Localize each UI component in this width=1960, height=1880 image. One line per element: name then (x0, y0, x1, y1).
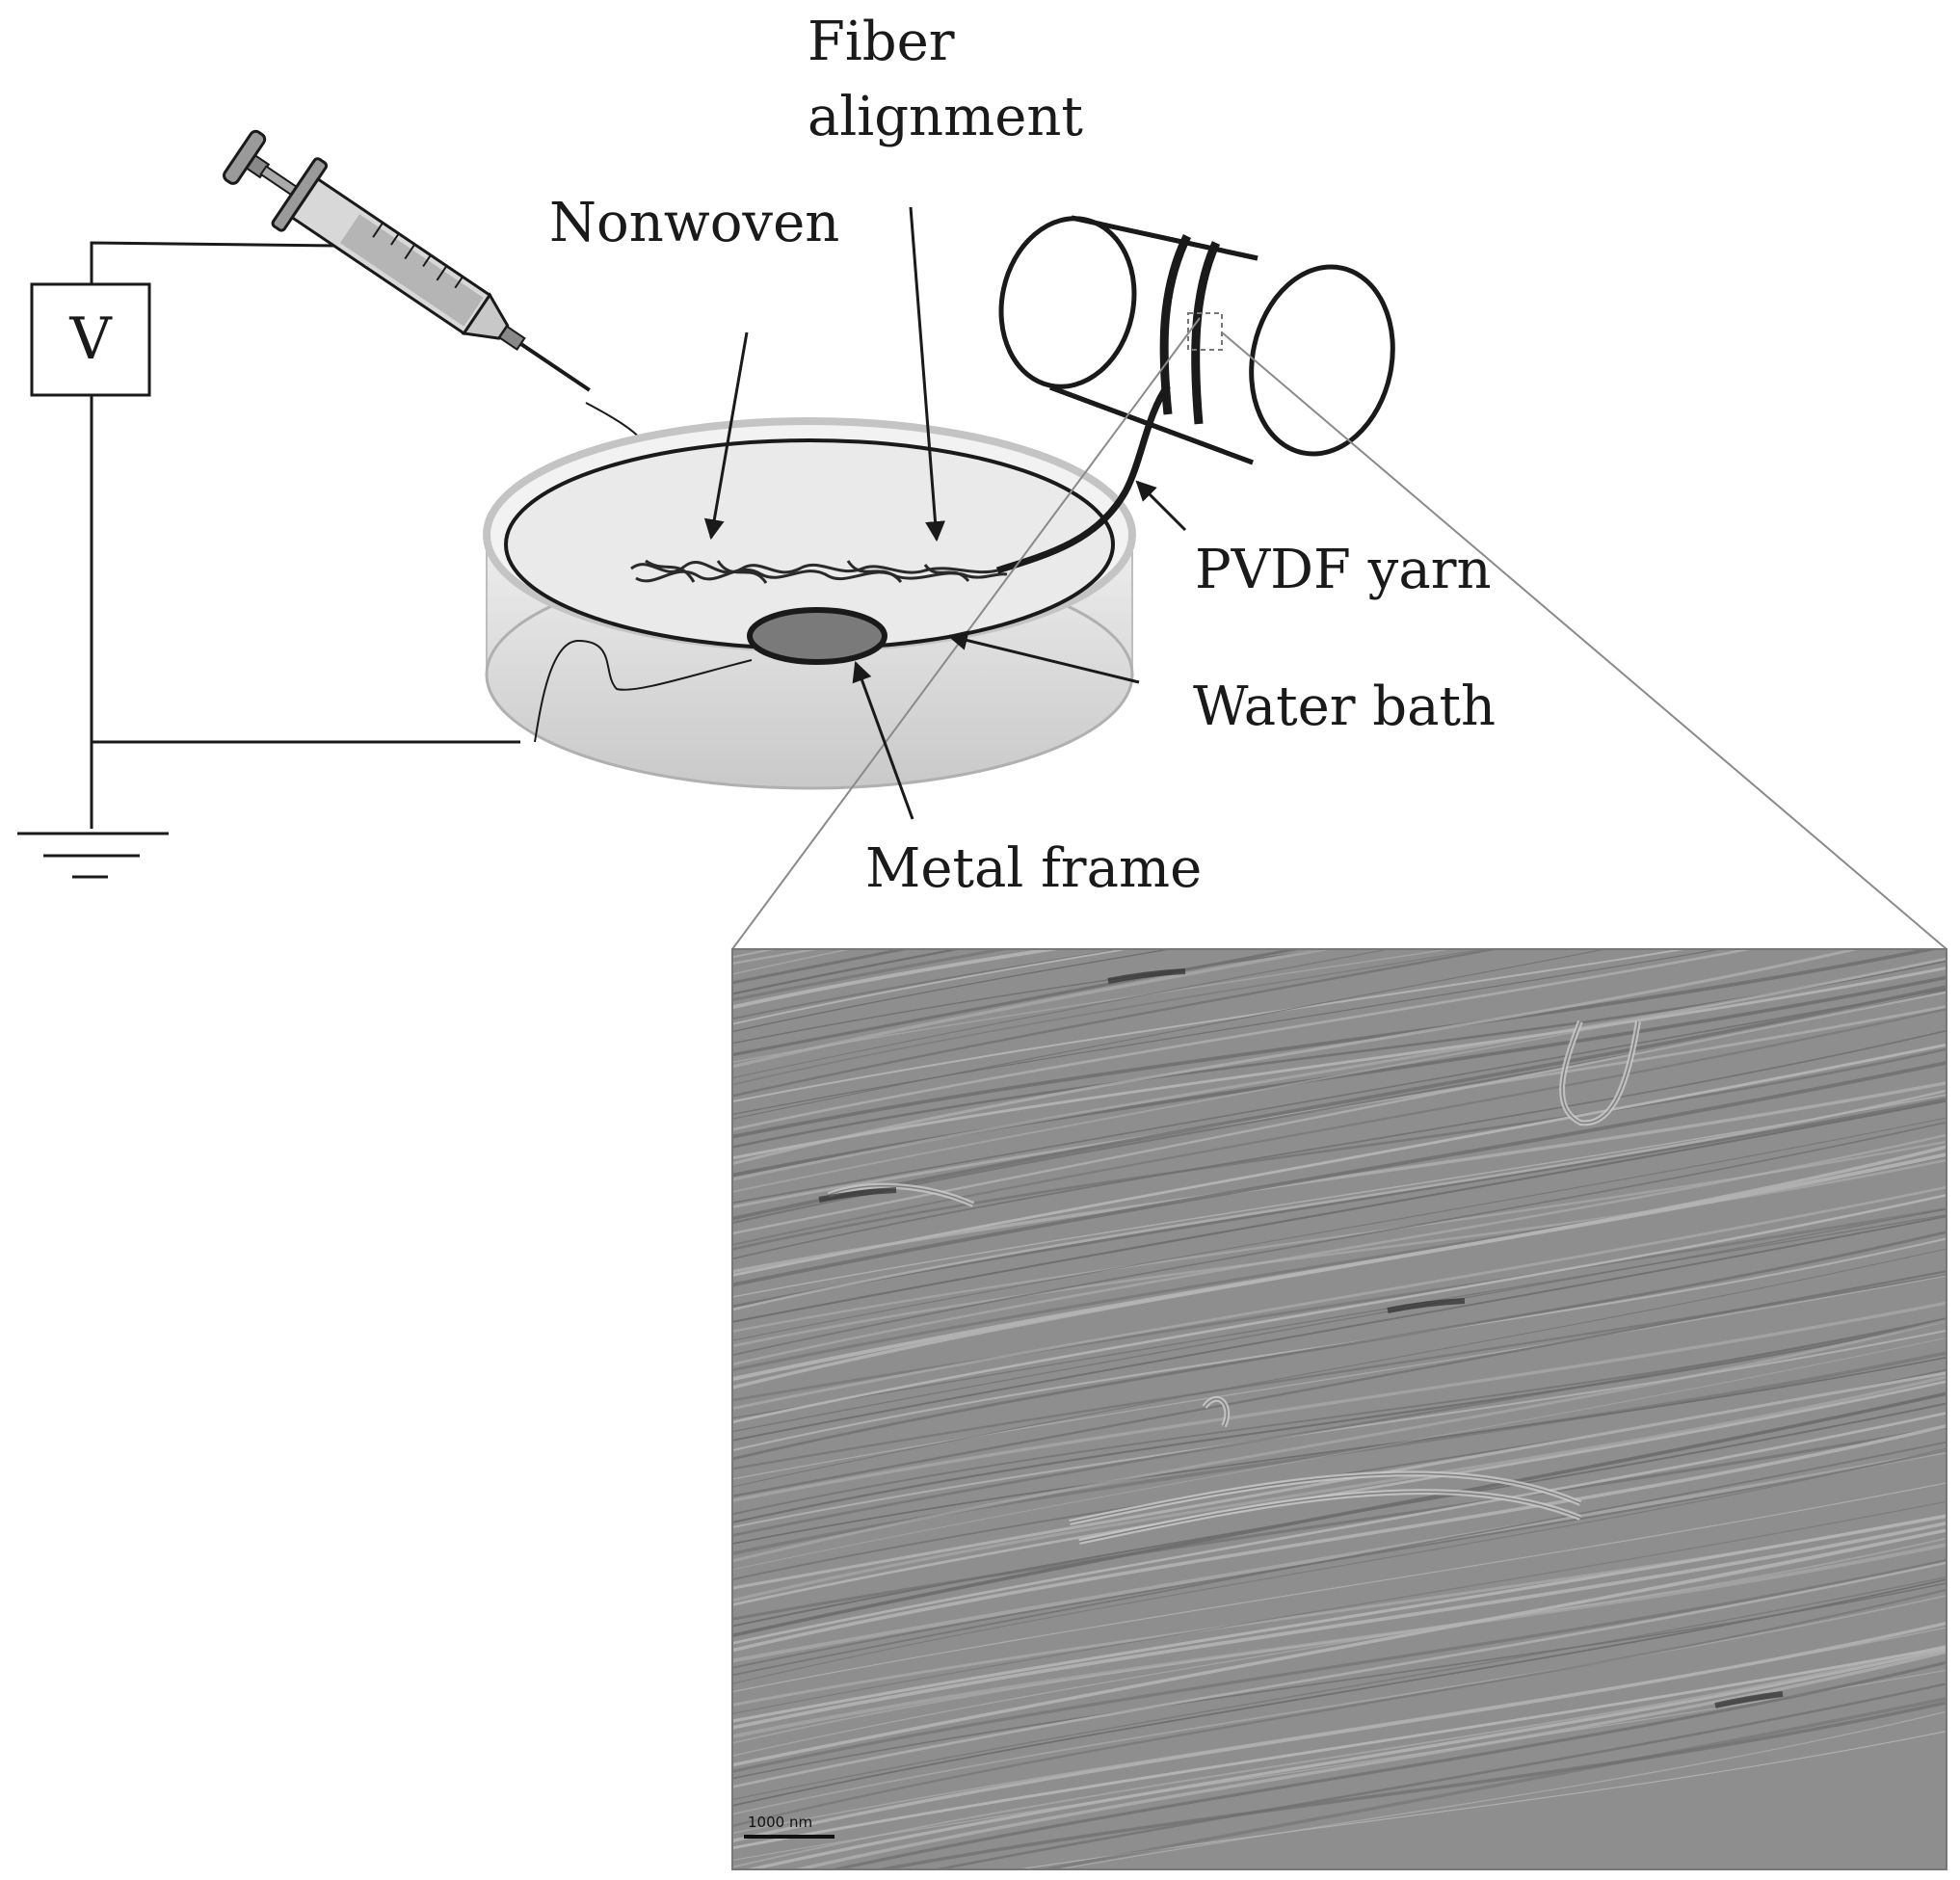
water-bath-arrow (946, 630, 1140, 684)
voltage-source: V (30, 282, 151, 397)
water-bath-dish (483, 417, 1136, 790)
water-bath-label: Water bath (1193, 675, 1496, 738)
sem-micrograph: 1000 nm (731, 948, 1947, 1870)
syringe-icon (223, 129, 591, 392)
nonwoven-label: Nonwoven (549, 192, 839, 254)
metal-frame-arrow (852, 661, 914, 820)
voltage-label: V (68, 305, 113, 373)
metal-frame-label: Metal frame (865, 837, 1202, 900)
nonwoven-arrow (703, 331, 749, 541)
circuit (17, 241, 520, 879)
pvdf-yarn (995, 383, 1171, 574)
pvdf-yarn-arrow (1135, 480, 1187, 532)
zoom-region (1187, 312, 1223, 351)
frame-wire (534, 639, 753, 743)
scale-bar-label: 1000 nm (748, 1814, 812, 1831)
annotation-arrows (703, 206, 1187, 820)
fiber-alignment-label-line1: Fiber (808, 11, 955, 73)
pvdf-yarn-label: PVDF yarn (1195, 539, 1492, 601)
fiber-alignment-arrow (909, 206, 945, 543)
nonwoven-web (630, 559, 1008, 584)
scale-bar: 1000 nm (744, 1814, 834, 1839)
collector-drum (998, 215, 1395, 465)
metal-frame-shape (747, 607, 887, 665)
wire-to-needle (90, 241, 338, 284)
fiber-alignment-label-line2: alignment (808, 86, 1083, 148)
